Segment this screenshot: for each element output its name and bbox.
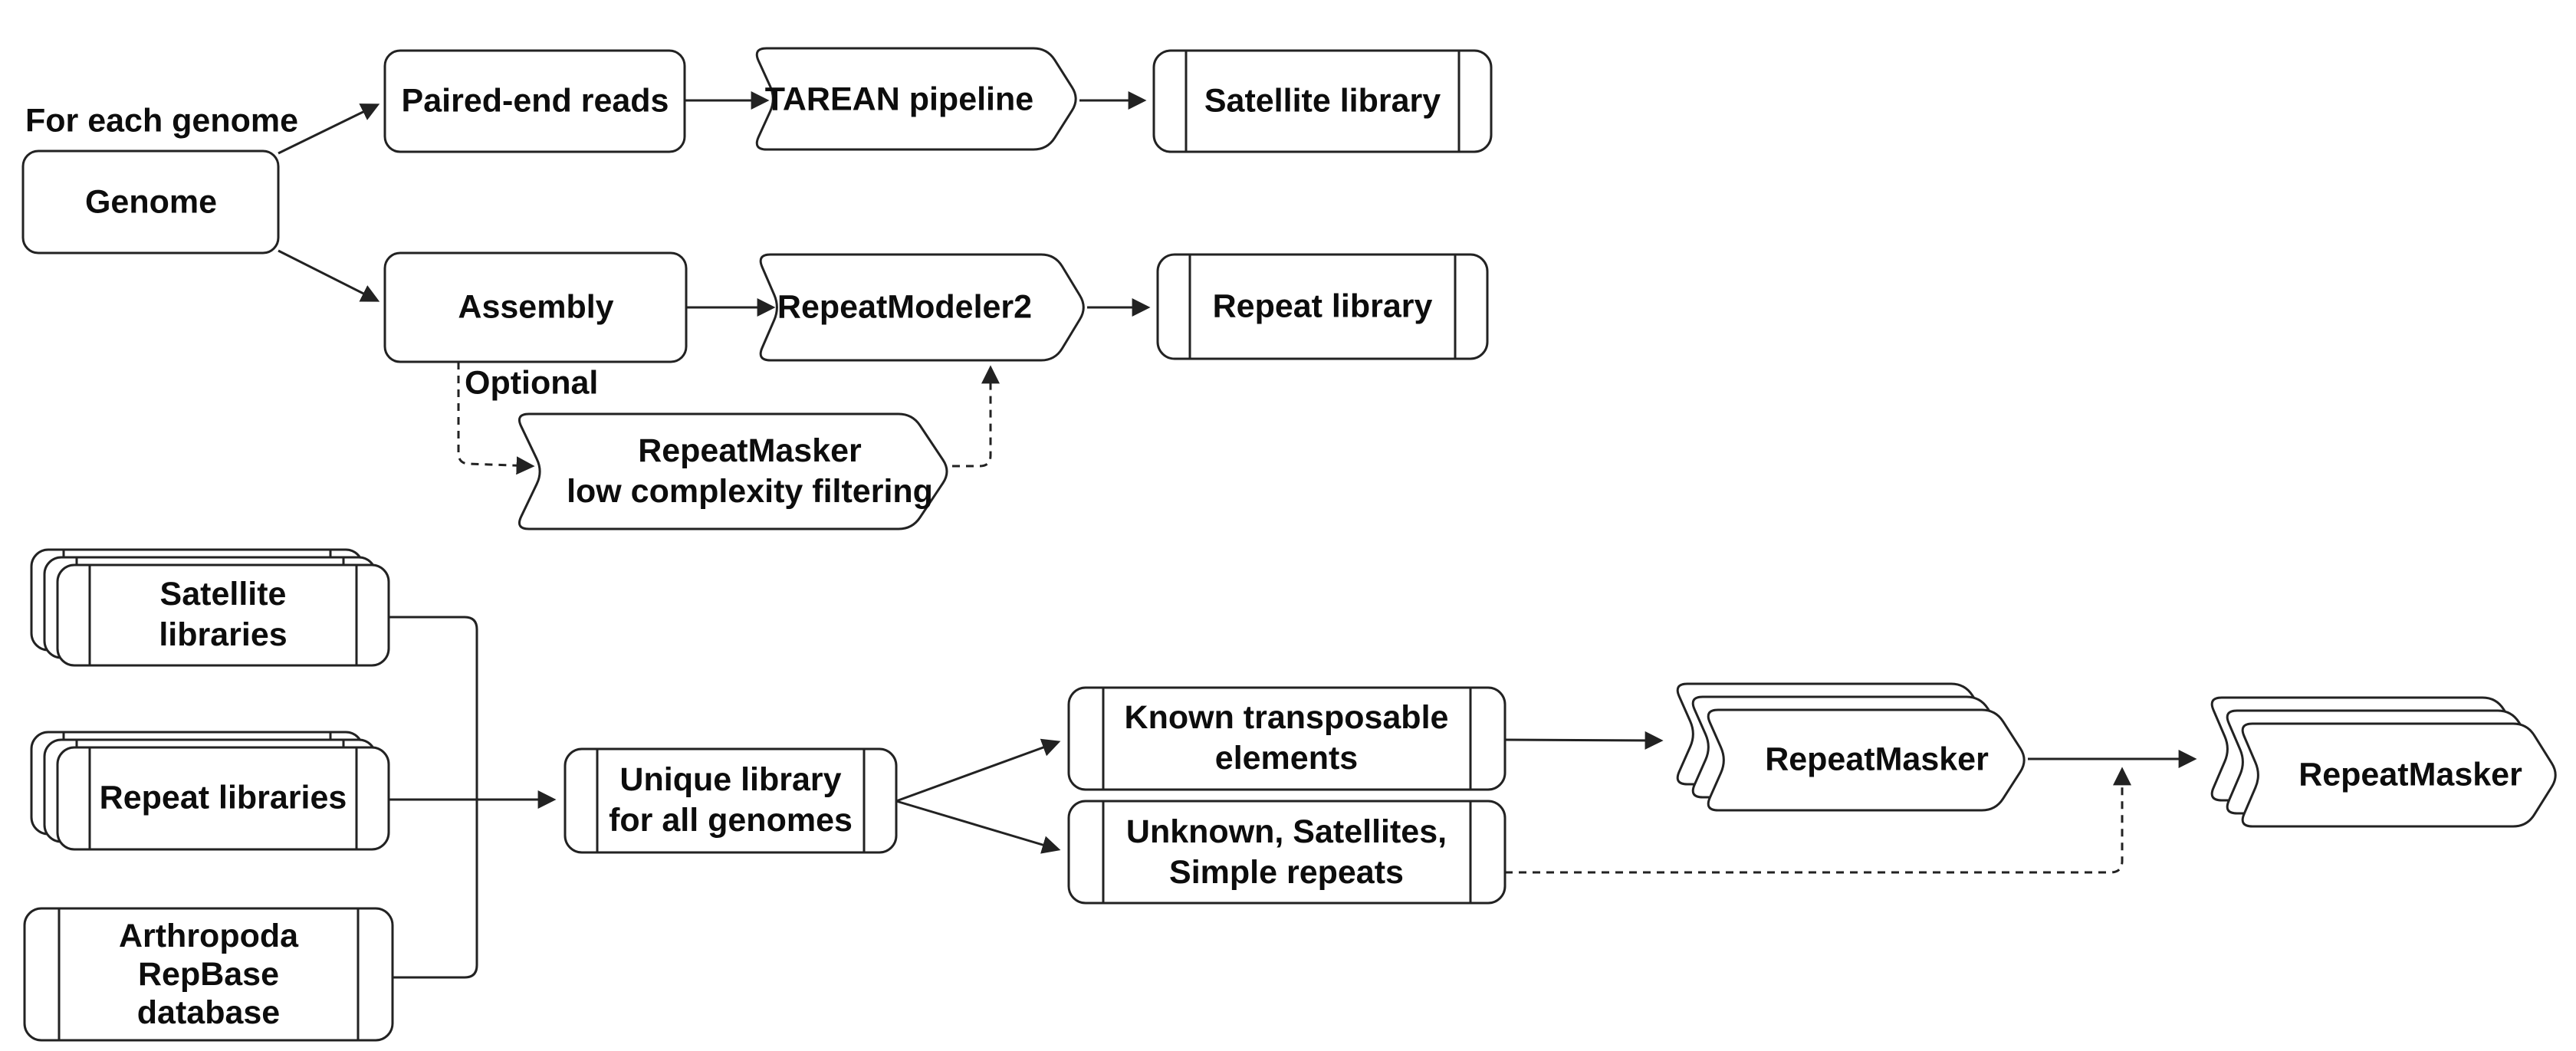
- lowcomplexity-chevron-shape: [518, 412, 948, 530]
- unique-library-node-shape: [564, 747, 898, 854]
- lowcomplexity-label-line1: RepeatMasker: [638, 432, 862, 469]
- known-te-label: Known transposable elements: [1125, 698, 1449, 779]
- repeatmodeler2-label: RepeatModeler2: [777, 288, 1033, 326]
- repbase-label-line3: database: [136, 994, 281, 1031]
- repbase-database-label: Arthropoda RepBase database: [119, 917, 298, 1032]
- unknown-repeats-label-line2: Simple repeats: [1169, 854, 1404, 891]
- edge-unique-to-unknown: [895, 800, 1061, 854]
- unique-library-label-line2: for all genomes: [609, 802, 853, 839]
- repeatmodeler2-chevron-shape: [759, 253, 1085, 362]
- edge-genome-to-assembly: [278, 249, 380, 302]
- known-te-node-shape: [1067, 686, 1506, 791]
- repbase-label-line1: Arthropoda: [118, 918, 299, 954]
- paired-end-reads-label: Paired-end reads: [401, 82, 669, 120]
- repeat-library-label: Repeat library: [1212, 287, 1433, 325]
- satellite-libraries-stack: [30, 548, 390, 667]
- satellite-libraries-stack-front: [56, 563, 390, 667]
- tarean-chevron-shape: [755, 47, 1077, 151]
- repeatmasker2-label: RepeatMasker: [2298, 756, 2522, 793]
- for-each-genome-annotation: For each genome: [25, 102, 299, 140]
- assembly-label: Assembly: [458, 288, 614, 326]
- repeatmasker1-label: RepeatMasker: [1765, 741, 1989, 778]
- satellite-library-label: Satellite library: [1204, 82, 1441, 120]
- repeatmasker2-stack: [2210, 696, 2557, 828]
- satellite-libraries-label-line2: libraries: [159, 616, 288, 653]
- repeat-library-node-shape: [1156, 253, 1489, 360]
- repeatmasker1-stack-front: [1707, 708, 2026, 812]
- tarean-label: TAREAN pipeline: [764, 80, 1034, 118]
- optional-annotation: Optional: [465, 364, 599, 402]
- repbase-label-line2: RepBase: [137, 956, 280, 993]
- unknown-repeats-node-shape: [1067, 800, 1506, 905]
- repeat-libraries-stack-front: [56, 746, 390, 851]
- edge-lowcomplexity-to-repeatmodeler2: [952, 365, 1000, 468]
- lowcomplexity-label: RepeatMasker low complexity filtering: [567, 431, 933, 512]
- repeat-libraries-stack: [30, 731, 390, 851]
- unknown-repeats-label: Unknown, Satellites, Simple repeats: [1126, 812, 1447, 893]
- edge-unknown-to-repeatmasker2-dashed: [1505, 767, 2131, 874]
- repeat-libraries-label: Repeat libraries: [99, 779, 347, 816]
- lowcomplexity-label-line2: low complexity filtering: [567, 473, 933, 510]
- edge-genome-to-paired-reads: [278, 103, 380, 155]
- known-te-label-line1: Known transposable: [1124, 699, 1449, 736]
- edge-known-to-repeatmasker1: [1504, 731, 1664, 750]
- unique-library-label-line1: Unique library: [619, 761, 842, 798]
- satellite-libraries-label: Satellite libraries: [159, 574, 287, 655]
- unknown-repeats-label-line1: Unknown, Satellites,: [1125, 813, 1447, 850]
- known-te-label-line2: elements: [1214, 740, 1359, 777]
- repeatmasker2-stack-front: [2241, 722, 2557, 828]
- genome-node-shape: [21, 149, 280, 255]
- unique-library-label: Unique library for all genomes: [609, 760, 853, 841]
- satellite-libraries-label-line1: Satellite: [159, 576, 287, 613]
- satellite-library-node-shape: [1152, 49, 1493, 153]
- paired-end-reads-node-shape: [383, 49, 686, 153]
- repbase-database-node-shape: [23, 907, 394, 1042]
- genome-label: Genome: [84, 183, 218, 221]
- edge-unique-to-known: [895, 738, 1061, 803]
- edge-assembly-to-lowcomplexity-optional: [457, 362, 535, 475]
- assembly-node-shape: [383, 251, 688, 363]
- edge-library-bus: [389, 616, 478, 979]
- repeatmasker1-stack: [1676, 682, 2026, 812]
